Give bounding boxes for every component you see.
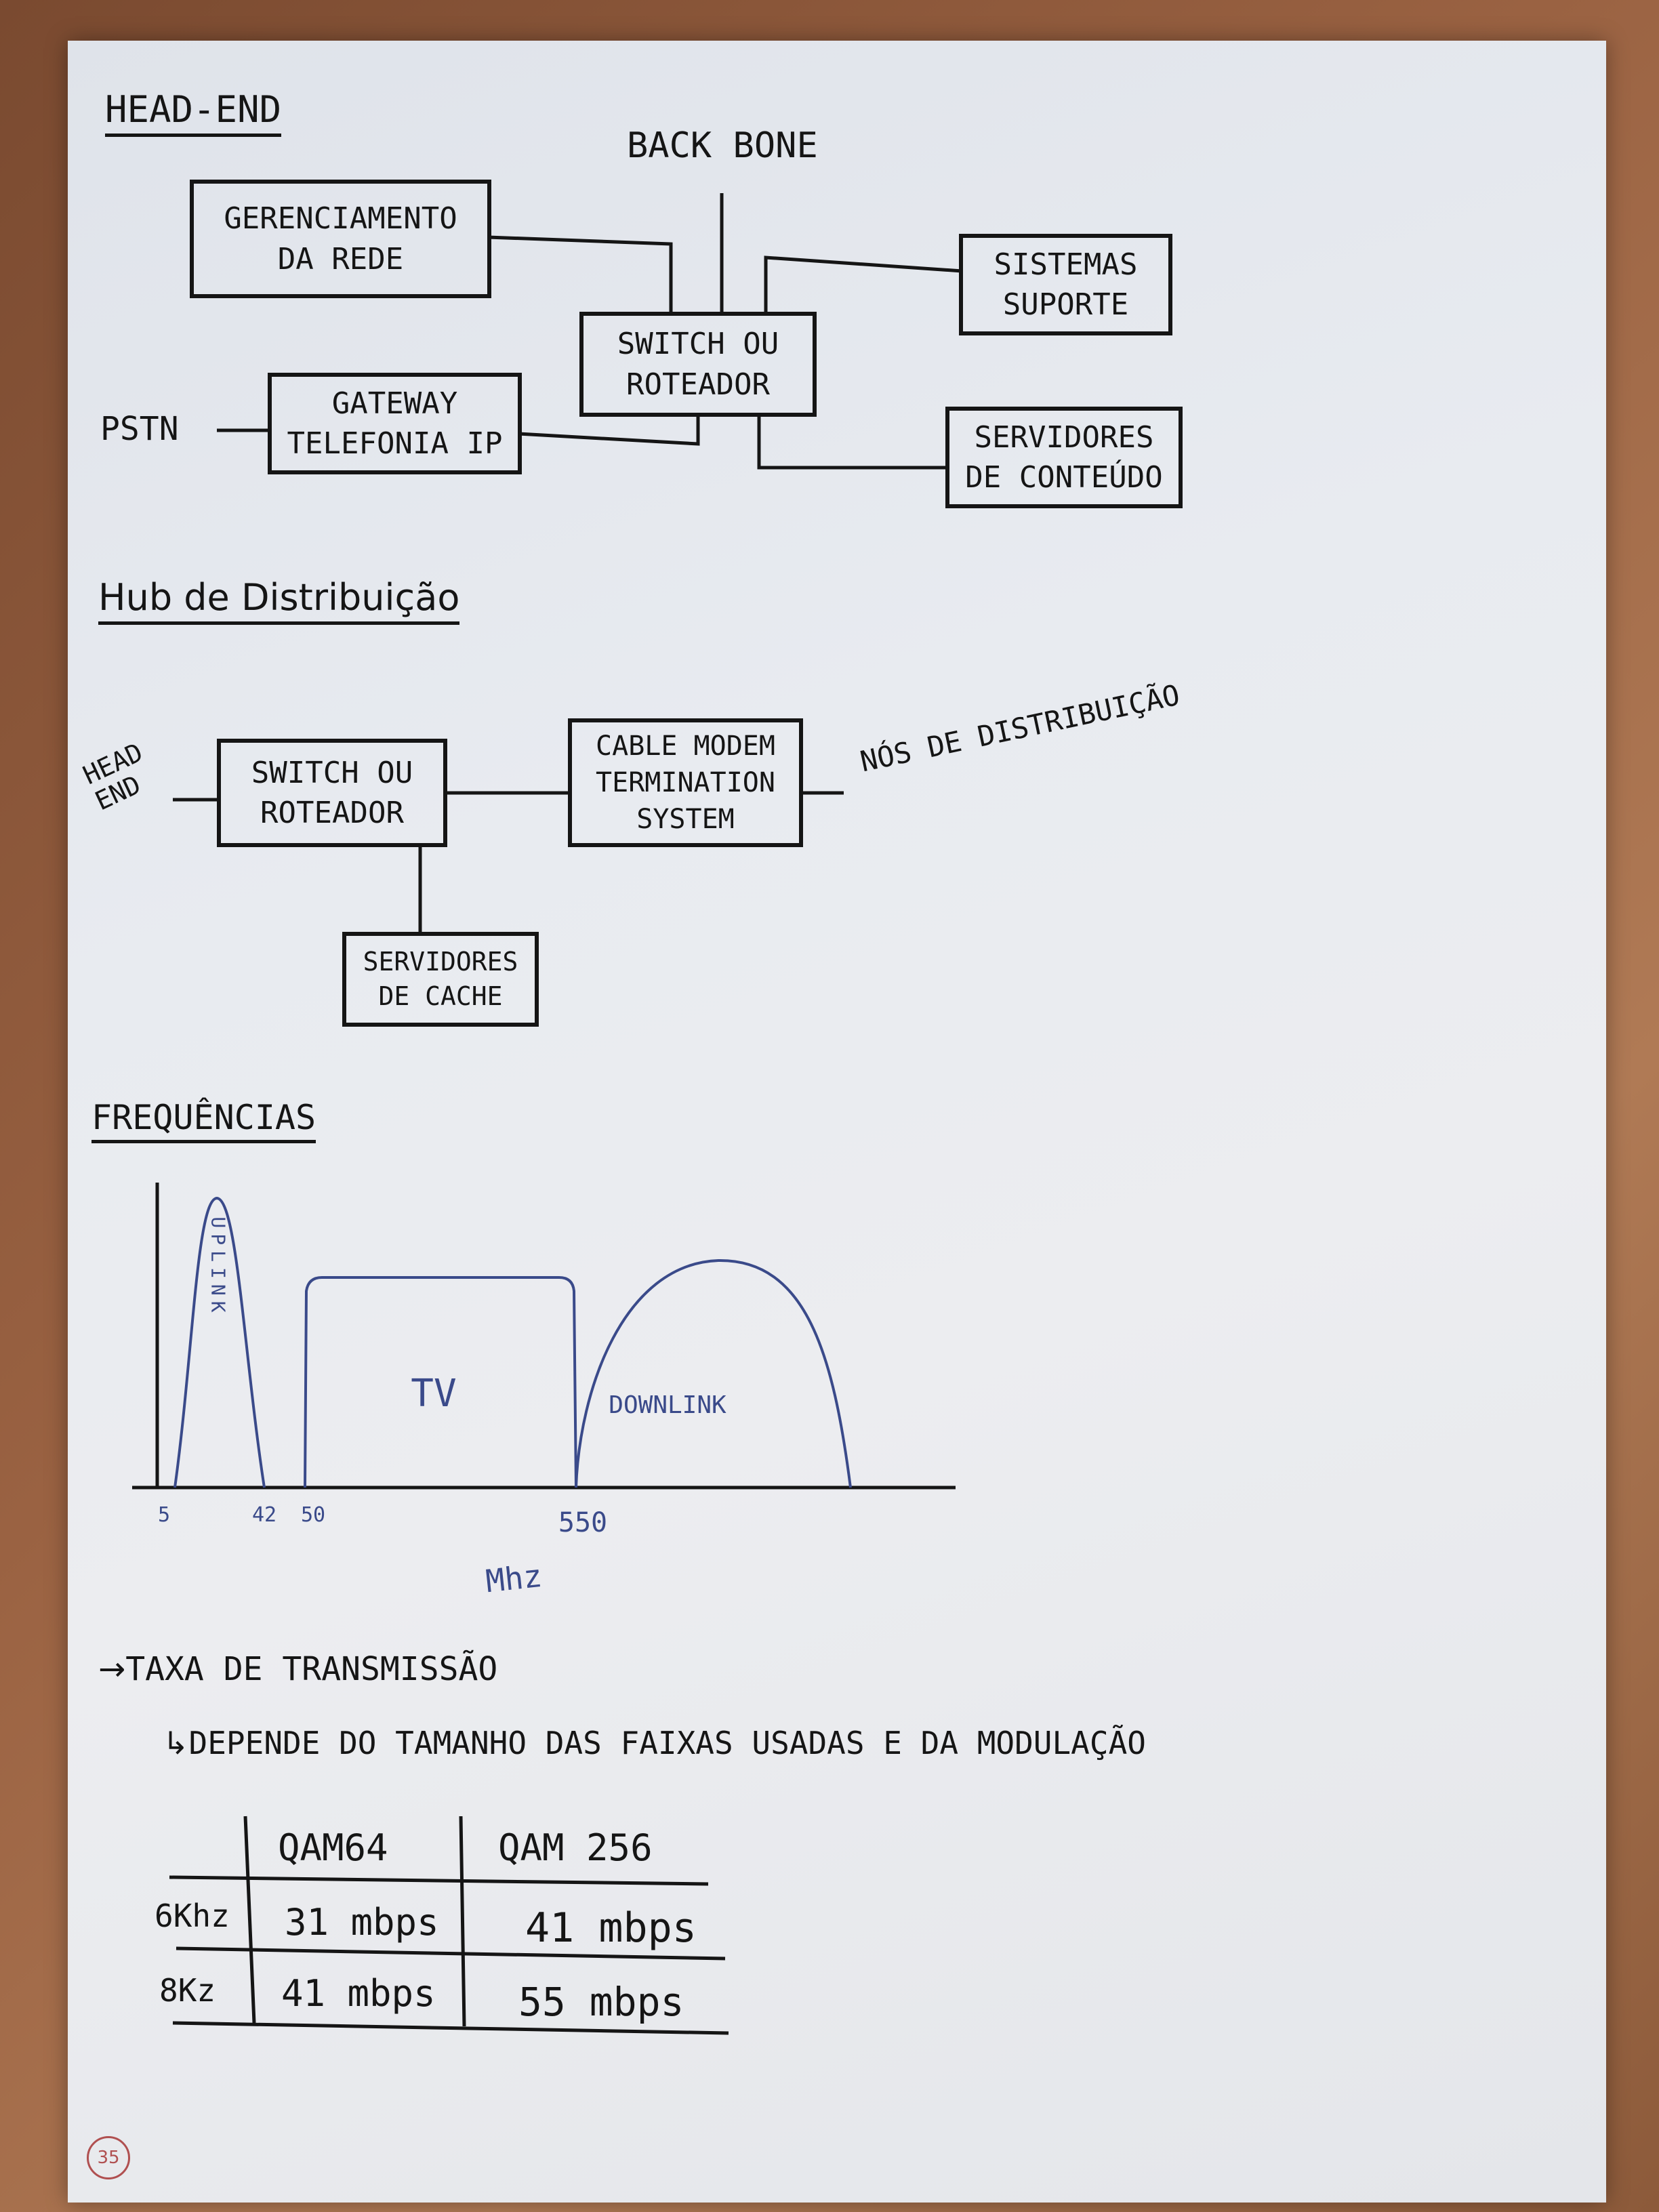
arrow-right-icon: → bbox=[98, 1650, 126, 1688]
switch-roteador-box: SWITCH OU ROTEADOR bbox=[579, 312, 817, 417]
head-end-heading: HEAD-END bbox=[105, 88, 282, 137]
table-cell-6khz-qam64: 31 mbps bbox=[285, 1901, 439, 1944]
tick-label-50: 50 bbox=[301, 1503, 325, 1527]
sub-arrow-icon: ↳ bbox=[163, 1725, 189, 1761]
table-row-label-6khz: 6Khz bbox=[155, 1898, 230, 1934]
uplink-band bbox=[173, 1196, 266, 1488]
tick-label-550: 550 bbox=[558, 1507, 607, 1538]
tv-label: TV bbox=[411, 1372, 456, 1416]
servidores-conteudo-box: SERVIDORES DE CONTEÚDO bbox=[945, 407, 1183, 508]
taxa-subtitle-text: DEPENDE DO TAMANHO DAS FAIXAS USADAS E D… bbox=[188, 1725, 1146, 1761]
page-number: 35 bbox=[87, 2136, 130, 2179]
tick-label-5: 5 bbox=[158, 1503, 170, 1527]
cmts-box: CABLE MODEM TERMINATION SYSTEM bbox=[568, 718, 803, 847]
tv-band bbox=[304, 1276, 577, 1488]
paper-sheet bbox=[68, 41, 1606, 2203]
table-cell-6khz-qam256: 41 mbps bbox=[525, 1904, 697, 1952]
table-col-header-qam64: QAM64 bbox=[278, 1826, 388, 1869]
uplink-label: UPLINK bbox=[207, 1216, 230, 1317]
taxa-title-text: TAXA DE TRANSMISSÃO bbox=[125, 1650, 498, 1688]
downlink-band bbox=[575, 1258, 852, 1488]
gerenciamento-box: GERENCIAMENTO DA REDE bbox=[190, 180, 491, 298]
hub-heading: Hub de Distribuição bbox=[98, 576, 460, 625]
frequencias-heading: FREQUÊNCIAS bbox=[91, 1098, 316, 1143]
hub-switch-box: SWITCH OU ROTEADOR bbox=[217, 739, 447, 847]
table-cell-8kz-qam64: 41 mbps bbox=[281, 1972, 436, 2015]
gateway-telefonia-box: GATEWAY TELEFONIA IP bbox=[268, 373, 522, 474]
taxa-title: →TAXA DE TRANSMISSÃO bbox=[98, 1650, 497, 1688]
sistemas-suporte-box: SISTEMAS SUPORTE bbox=[959, 234, 1172, 335]
x-unit-label: Mhz bbox=[484, 1557, 544, 1599]
backbone-label: BACK BONE bbox=[627, 125, 818, 166]
table-row-label-8kz: 8Kz bbox=[159, 1972, 216, 2009]
tick-label-42: 42 bbox=[252, 1503, 276, 1527]
table-cell-8kz-qam256: 55 mbps bbox=[518, 1979, 684, 2025]
taxa-subtitle: ↳DEPENDE DO TAMANHO DAS FAIXAS USADAS E … bbox=[163, 1725, 1146, 1761]
pstn-label: PSTN bbox=[100, 410, 179, 448]
servidores-cache-box: SERVIDORES DE CACHE bbox=[342, 932, 539, 1027]
downlink-label: DOWNLINK bbox=[609, 1391, 726, 1419]
table-col-header-qam256: QAM 256 bbox=[498, 1826, 653, 1869]
